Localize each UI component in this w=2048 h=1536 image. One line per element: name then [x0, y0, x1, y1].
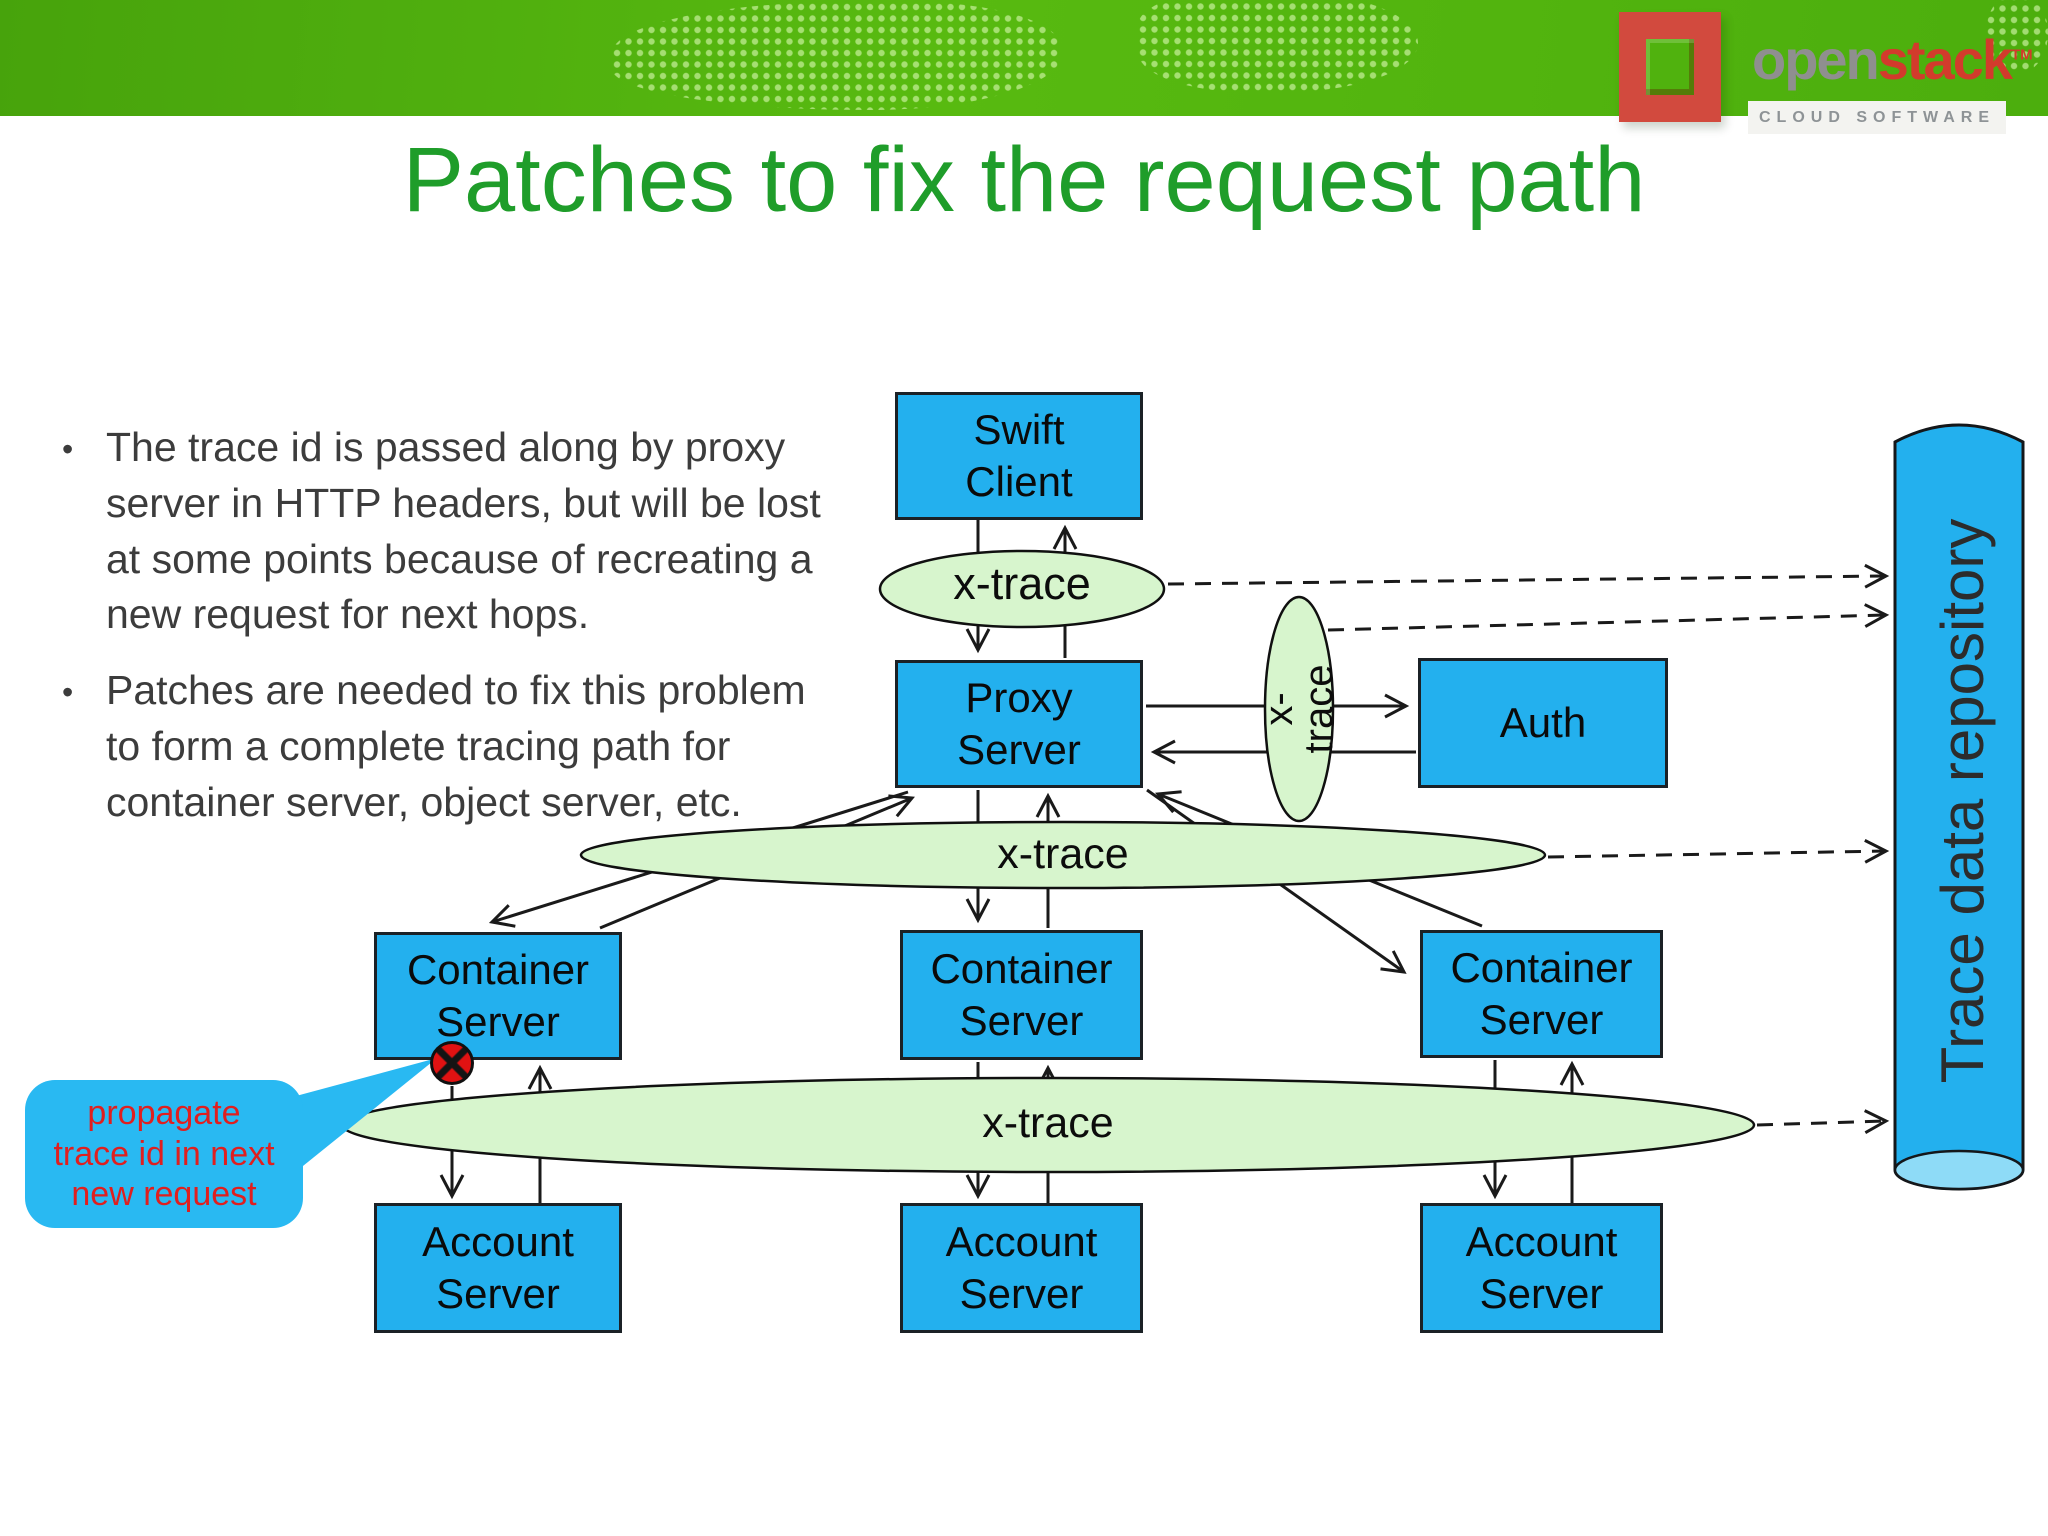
node-container-server-1: Container Server — [374, 932, 622, 1060]
slide-title: Patches to fix the request path — [402, 129, 1646, 231]
brand-open: open — [1752, 28, 1880, 91]
node-proxy-server: Proxy Server — [895, 660, 1143, 788]
trace-label-bottom: x-trace — [982, 1099, 1114, 1147]
trace-label-top: x-trace — [953, 558, 1091, 609]
bullet-list: • The trace id is passed along by proxy … — [62, 420, 882, 850]
dashed-side-trace-to-repo — [1327, 603, 1890, 632]
trace-loss-marker-icon — [430, 1041, 474, 1085]
trademark: TM — [2011, 46, 2033, 64]
node-container-server-3: Container Server — [1420, 930, 1663, 1058]
node-account-server-3: Account Server — [1420, 1203, 1663, 1333]
bullet-item: • The trace id is passed along by proxy … — [62, 420, 882, 643]
dashed-bottom-trace-to-repo — [1756, 1109, 1890, 1134]
trace-ellipse-side — [1263, 595, 1335, 823]
worldmap-dots-icon — [1986, 0, 2048, 74]
repository-cylinder-base — [1893, 1149, 2025, 1191]
repository-label: Trace data repository — [1929, 518, 1996, 1084]
node-container-server-2: Container Server — [900, 930, 1143, 1060]
trace-ellipses — [340, 549, 1756, 1174]
brand-stack: stack — [1877, 28, 2013, 91]
node-account-server-1: Account Server — [374, 1203, 622, 1333]
trace-ellipse-middle — [579, 820, 1547, 890]
openstack-wordmark: openstackTM — [1752, 32, 2033, 88]
worldmap-dots-icon — [1138, 0, 1418, 92]
openstack-logo-icon — [1619, 12, 1721, 122]
bullet-item: • Patches are needed to fix this problem… — [62, 663, 882, 830]
dashed-trace-arrows — [1167, 563, 1890, 1134]
bullet-text: The trace id is passed along by proxy se… — [106, 424, 821, 638]
logo-tagline: CLOUD SOFTWARE — [1748, 101, 2006, 134]
trace-ellipse-top — [878, 549, 1166, 629]
bullet-marker: • — [62, 674, 74, 710]
bullet-marker: • — [62, 431, 74, 467]
callout-bubble: propagate trace id in next new request — [25, 1080, 303, 1228]
worldmap-dots-icon — [612, 2, 1062, 110]
dashed-middle-trace-to-repo — [1547, 839, 1890, 864]
bullet-text: Patches are needed to fix this problem t… — [106, 667, 806, 825]
callout-tail — [296, 1058, 437, 1170]
trace-label-middle: x-trace — [997, 830, 1129, 878]
node-auth: Auth — [1418, 658, 1668, 788]
node-swift-client: Swift Client — [895, 392, 1143, 520]
trace-label-side: x- trace — [1257, 664, 1341, 754]
dashed-top-trace-to-repo — [1167, 563, 1890, 589]
node-account-server-2: Account Server — [900, 1203, 1143, 1333]
